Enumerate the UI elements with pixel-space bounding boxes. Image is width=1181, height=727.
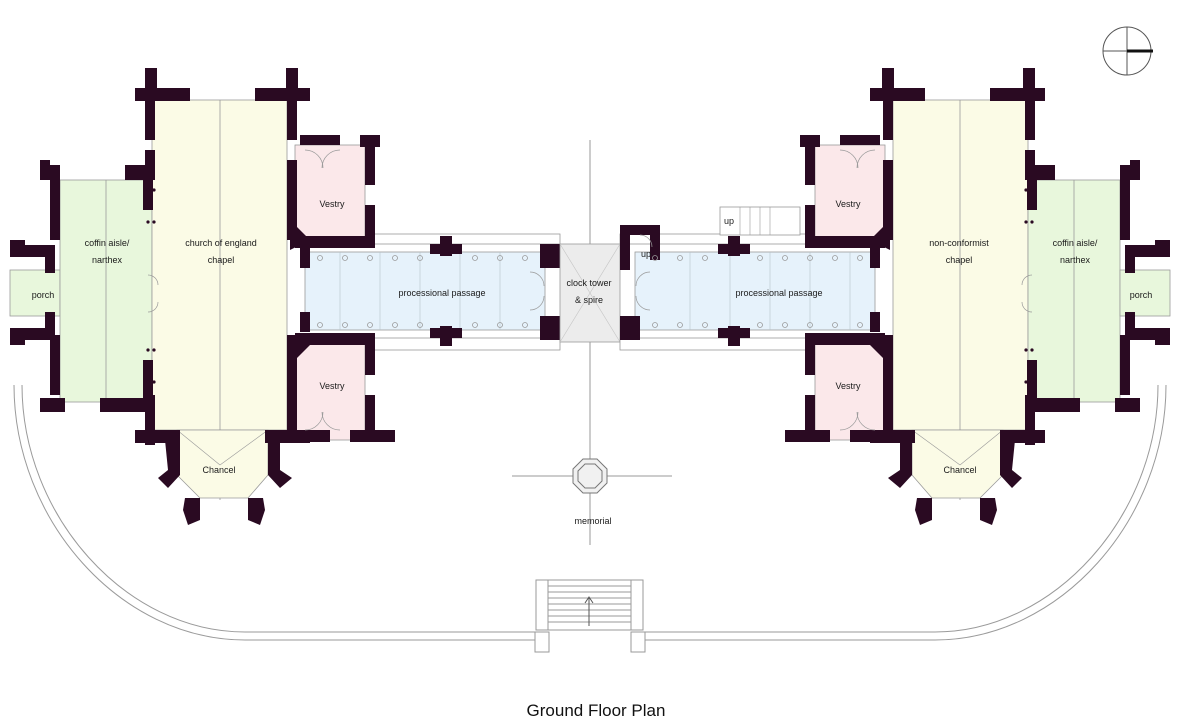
right-aisle-label-1: coffin aisle/ [1053, 238, 1098, 248]
left-aisle-label-1: coffin aisle/ [85, 238, 130, 248]
right-aisle-label-2: narthex [1060, 255, 1091, 265]
left-vestry-bottom-label: Vestry [319, 381, 345, 391]
left-porch-label: porch [32, 290, 55, 300]
left-vestry-top-label: Vestry [319, 199, 345, 209]
left-passage-label: processional passage [398, 288, 485, 298]
tower-label-1: clock tower [566, 278, 611, 288]
stair-up-label-right: up [724, 216, 734, 226]
left-vestry-bottom-room [294, 339, 366, 441]
terrace-boundary [13, 384, 1167, 653]
right-chapel-label-2: chapel [946, 255, 973, 265]
left-porch-room [9, 269, 61, 317]
left-chapel-room [151, 99, 288, 431]
left-aisle-label-2: narthex [92, 255, 123, 265]
right-vestry-bottom-room [814, 339, 886, 441]
room-labels: porch coffin aisle/ narthex church of en… [32, 199, 1153, 475]
right-chapel-label-1: non-conformist [929, 238, 989, 248]
memorial-octagon [572, 458, 608, 494]
tower-label-2: & spire [575, 295, 603, 305]
left-chapel-label-1: church of england [185, 238, 257, 248]
right-wing [619, 68, 1171, 525]
right-porch-room [1119, 269, 1171, 317]
memorial-label: memorial [574, 516, 611, 526]
left-passage-room [304, 251, 546, 331]
right-porch-label: porch [1130, 290, 1153, 300]
left-chapel-label-2: chapel [208, 255, 235, 265]
right-vestry-top-room [814, 144, 886, 238]
plan-title: Ground Floor Plan [527, 701, 666, 720]
right-passage-room [634, 251, 876, 331]
stair-up-label-tower: up [641, 249, 651, 259]
right-passage-label: processional passage [735, 288, 822, 298]
left-vestry-top-room [294, 144, 366, 238]
right-chancel-label: Chancel [943, 465, 976, 475]
left-wing [9, 68, 561, 525]
right-chapel-room [892, 99, 1029, 431]
right-vestry-bottom-label: Vestry [835, 381, 861, 391]
north-arrow-icon [1102, 26, 1153, 76]
arrow-up-icon [584, 596, 594, 626]
left-chancel-label: Chancel [202, 465, 235, 475]
right-vestry-top-label: Vestry [835, 199, 861, 209]
